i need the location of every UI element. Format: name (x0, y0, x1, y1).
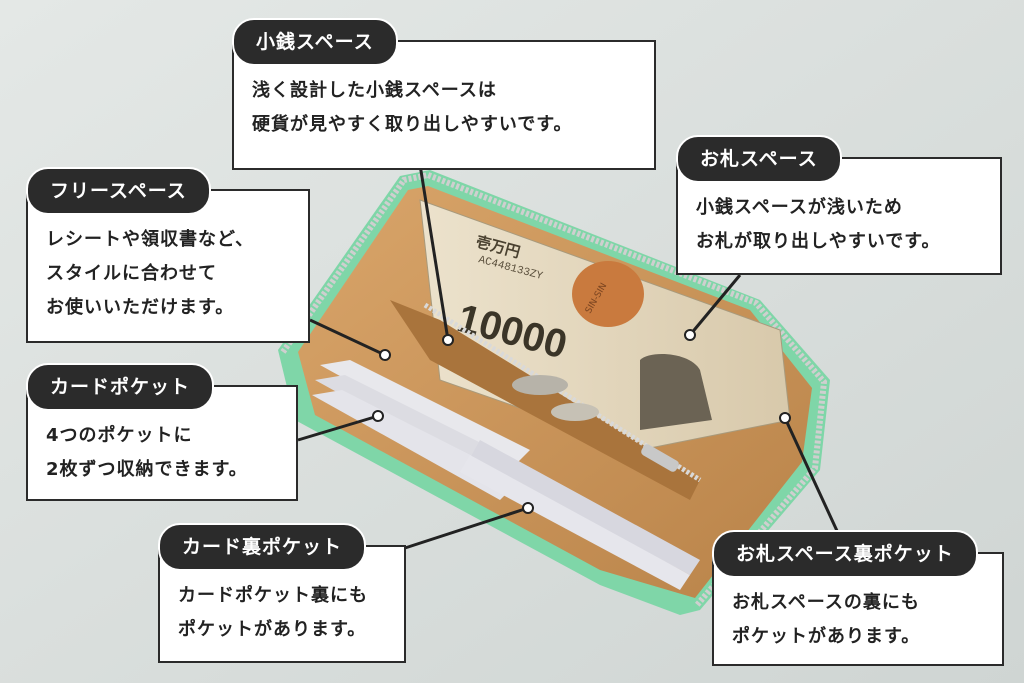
banknote-portrait (640, 354, 712, 430)
callout-title: フリースペース (26, 167, 211, 215)
card-back-leader (404, 506, 529, 550)
callout-line: スタイルに合わせて (46, 263, 217, 284)
callout-line: ポケットがあります。 (178, 619, 367, 640)
zipper-edge (280, 171, 828, 607)
callout-line: 2枚ずつ収納できます。 (46, 459, 248, 480)
callout-line: レシートや領収書など、 (46, 229, 255, 250)
callout-title: 小銭スペース (232, 18, 398, 66)
card-pocket-marker (372, 410, 384, 422)
callout-line: ポケットがあります。 (732, 626, 921, 647)
coin (512, 375, 568, 395)
bill-back-marker (779, 412, 791, 424)
callout-line: お札スペースの裏にも (732, 592, 920, 613)
callout-line: 浅く設計した小銭スペースは (252, 80, 497, 101)
card-back-marker (522, 502, 534, 514)
free-space-leader (309, 318, 386, 357)
callout-line: 小銭スペースが浅いため (696, 197, 903, 218)
callout-title: お札スペース (676, 135, 842, 183)
callout-title: お札スペース裏ポケット (712, 530, 978, 578)
callout-title: カードポケット (26, 363, 215, 411)
bill-space-marker (684, 329, 696, 341)
coin (551, 403, 599, 421)
card-pocket-leader (297, 414, 379, 442)
card-pockets (312, 360, 700, 590)
callout-line: お使いいただけます。 (46, 297, 235, 318)
callout-line: 硬貨が見やすく取り出しやすいです。 (252, 114, 573, 135)
brand-tab (572, 261, 644, 327)
callout-line: 4つのポケットに (46, 425, 193, 446)
callout-line: カードポケット裏にも (178, 585, 368, 606)
coin-space-leader (416, 151, 450, 341)
bill-back-leader (783, 417, 840, 534)
callout-title: カード裏ポケット (158, 523, 367, 571)
callout-line: お札が取り出しやすいです。 (696, 231, 941, 252)
zipper-pull (641, 444, 679, 472)
bill-space-leader (688, 274, 742, 336)
coin-compartment (390, 300, 700, 500)
free-space-marker (379, 349, 391, 361)
coin-space-marker (442, 334, 454, 346)
